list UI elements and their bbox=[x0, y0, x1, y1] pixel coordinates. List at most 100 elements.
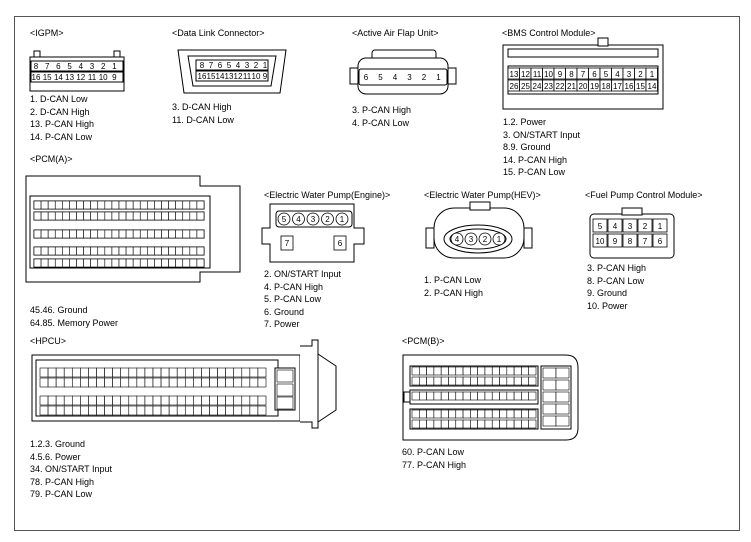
pin-cell bbox=[193, 395, 202, 406]
pin-cell bbox=[622, 233, 638, 248]
pin-cell bbox=[521, 409, 530, 419]
pin-cell bbox=[470, 391, 478, 401]
pin-cell bbox=[462, 391, 471, 401]
pin-cell bbox=[491, 409, 500, 419]
pin-cell bbox=[306, 212, 320, 226]
pin-cell bbox=[182, 229, 191, 239]
pin-cell bbox=[104, 246, 113, 256]
pin-cell bbox=[168, 367, 178, 378]
pin-cell bbox=[62, 211, 70, 221]
pin-number: 5 bbox=[282, 215, 287, 224]
pin-cell bbox=[96, 377, 105, 388]
pin-cell bbox=[448, 419, 457, 429]
pin-cell bbox=[69, 229, 77, 239]
pin-cell bbox=[69, 258, 77, 268]
pin-number: 7 bbox=[285, 239, 290, 248]
pin-cell bbox=[528, 376, 537, 386]
pin-cell bbox=[448, 366, 457, 376]
pin-cell bbox=[47, 377, 57, 388]
pin-cell bbox=[542, 367, 557, 379]
pin-cell bbox=[499, 409, 508, 419]
pin-cell bbox=[40, 258, 49, 268]
pin-cell bbox=[499, 366, 508, 376]
list-item: 13. P-CAN High bbox=[30, 119, 95, 129]
list-item: 5. P-CAN Low bbox=[264, 294, 322, 304]
pin-cell bbox=[175, 258, 184, 268]
igpm-connector bbox=[29, 50, 125, 92]
hpcu-title: <HPCU> bbox=[30, 336, 67, 346]
list-item: 6. Ground bbox=[264, 306, 305, 317]
pin-cell bbox=[418, 409, 427, 419]
pin-cell bbox=[47, 200, 56, 210]
pin-cell bbox=[182, 200, 191, 210]
pin-cell bbox=[462, 419, 471, 429]
pin-number: 5 bbox=[598, 222, 603, 231]
pin-cell bbox=[111, 246, 120, 256]
pin-cell bbox=[125, 211, 134, 221]
pin-cell bbox=[136, 395, 146, 406]
pin-cell bbox=[241, 405, 251, 416]
pin-cell bbox=[470, 419, 478, 429]
pin-cell bbox=[201, 377, 210, 388]
ewp-hev-pin-list: 1. P-CAN Low 2. P-CAN High bbox=[424, 274, 483, 299]
pin-cell bbox=[333, 235, 347, 251]
pin-cell bbox=[88, 377, 97, 388]
pin-number: 6 bbox=[218, 61, 223, 70]
igpm-pin-list: 1. D-CAN Low 2. D-CAN High 13. P-CAN Hig… bbox=[30, 93, 94, 143]
pin-cell bbox=[152, 367, 162, 378]
pin-cell bbox=[528, 391, 537, 401]
pin-cell bbox=[276, 383, 294, 397]
pin-cell bbox=[144, 395, 154, 406]
pin-cell bbox=[217, 367, 226, 378]
pin-cell bbox=[118, 229, 127, 239]
pin-cell bbox=[652, 218, 668, 233]
pin-number: 9 bbox=[558, 70, 563, 79]
pin-cell bbox=[104, 395, 113, 406]
pin-cell bbox=[470, 409, 478, 419]
pin-cell bbox=[144, 377, 154, 388]
pin-cell bbox=[90, 229, 99, 239]
pin-cell bbox=[76, 200, 84, 210]
pin-cell bbox=[175, 229, 184, 239]
pin-cell bbox=[176, 367, 186, 378]
pin-cell bbox=[418, 366, 427, 376]
pin-cell bbox=[592, 233, 608, 248]
pin-cell bbox=[484, 391, 493, 401]
pin-cell bbox=[193, 367, 202, 378]
pin-number: 5 bbox=[604, 70, 609, 79]
pin-cell bbox=[491, 376, 500, 386]
pin-cell bbox=[513, 366, 522, 376]
list-item: 14. P-CAN High bbox=[503, 154, 568, 165]
pin-cell bbox=[433, 419, 442, 429]
pin-number: 1 bbox=[340, 215, 345, 224]
pin-cell bbox=[440, 391, 449, 401]
pin-cell bbox=[513, 391, 522, 401]
pin-cell bbox=[147, 211, 155, 221]
pin-number: 1 bbox=[263, 61, 268, 70]
list-item: 45.46. Ground bbox=[30, 305, 88, 315]
pin-cell bbox=[513, 409, 522, 419]
pin-number: 4 bbox=[296, 215, 301, 224]
pin-cell bbox=[477, 376, 486, 386]
pin-cell bbox=[555, 379, 570, 391]
pin-cell bbox=[555, 403, 570, 415]
pin-cell bbox=[33, 246, 42, 256]
list-item: 1. D-CAN Low bbox=[30, 94, 88, 104]
pin-cell bbox=[125, 246, 134, 256]
pin-cell bbox=[147, 258, 155, 268]
pin-cell bbox=[55, 367, 65, 378]
pin-cell bbox=[276, 396, 294, 410]
list-item: 2. D-CAN High bbox=[30, 106, 90, 117]
pin-cell bbox=[276, 369, 294, 383]
pin-cell bbox=[217, 395, 226, 406]
pin-number: 2 bbox=[325, 215, 330, 224]
pin-cell bbox=[257, 395, 267, 406]
pin-number: 24 bbox=[533, 82, 542, 91]
pin-number: 12 bbox=[76, 73, 85, 82]
bms-pin-list: 1.2. Power 3. ON/START Input 8.9. Ground… bbox=[503, 116, 580, 179]
list-item: 3. ON/START Input bbox=[503, 129, 581, 140]
pin-cell bbox=[97, 258, 106, 268]
pin-cell bbox=[125, 229, 134, 239]
pin-number: 1 bbox=[650, 70, 655, 79]
pin-cell bbox=[477, 409, 486, 419]
